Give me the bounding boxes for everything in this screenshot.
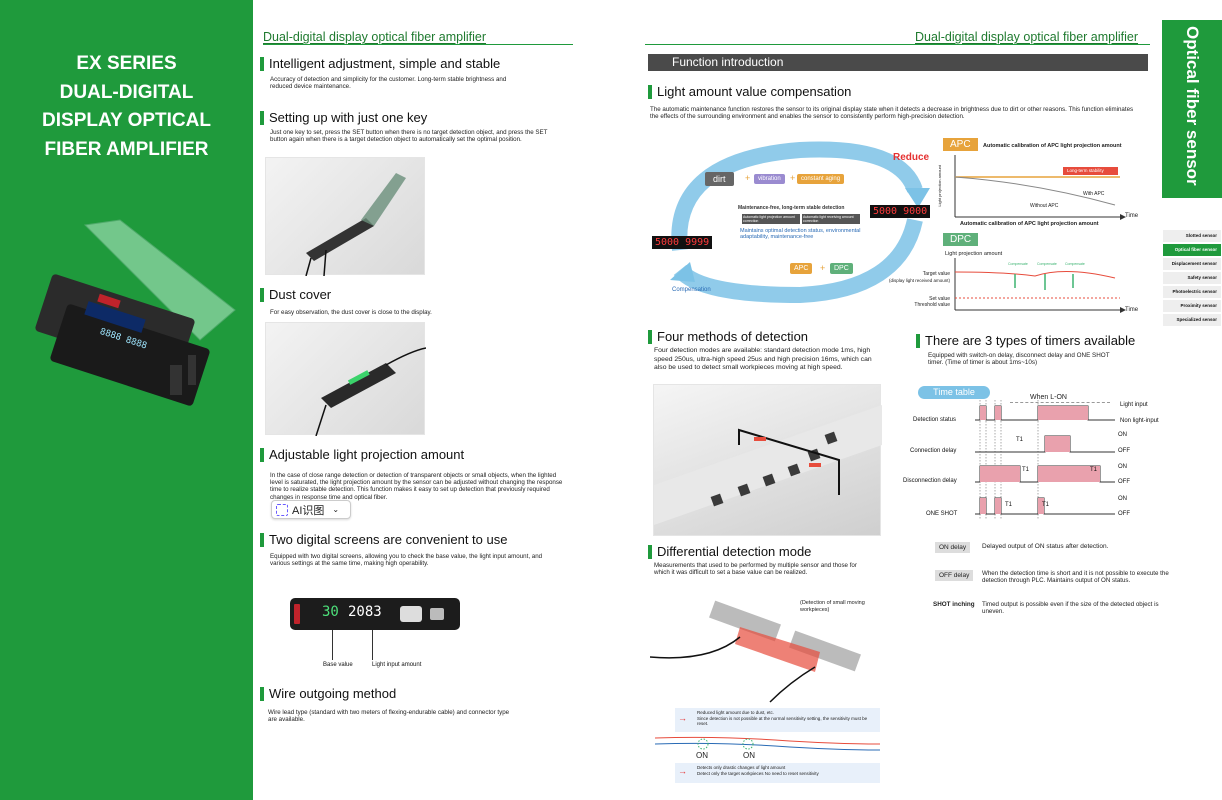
base-value-display: 30 bbox=[322, 604, 339, 620]
dpc-tag: DPC bbox=[830, 263, 853, 274]
dpc-label: DPC bbox=[943, 233, 979, 246]
compensation-cycle-diagram bbox=[670, 141, 930, 304]
product-image: 8888 8888 bbox=[35, 219, 236, 406]
apc-graph bbox=[954, 155, 1126, 220]
conveyor-photo bbox=[653, 384, 882, 536]
product-title: EX SERIES DUAL-DIGITAL DISPLAY OPTICAL F… bbox=[42, 53, 211, 160]
vibration-tag: vibration bbox=[754, 174, 785, 184]
category-specialized[interactable]: Specialized sensor bbox=[1163, 314, 1221, 326]
on-delay-tag: ON delay bbox=[935, 542, 971, 553]
function-intro-bar: Function introduction bbox=[648, 54, 1148, 71]
section-title-adjustable: Adjustable light projection amount bbox=[260, 447, 464, 462]
dust-cover-photo bbox=[265, 322, 427, 437]
section-text-four-methods: Four detection modes are available: stan… bbox=[654, 347, 872, 371]
category-proximity[interactable]: Proximity sensor bbox=[1163, 300, 1221, 312]
section-title-differential: Differential detection mode bbox=[648, 544, 811, 559]
time-table-label: Time table bbox=[918, 386, 990, 399]
differential-wave bbox=[655, 736, 880, 751]
cover-panel bbox=[0, 0, 253, 800]
dpc-graph bbox=[954, 258, 1126, 313]
page-header-left: Dual-digital display optical fiber ampli… bbox=[263, 30, 487, 44]
dual-display-image: 30 2083 bbox=[290, 598, 460, 630]
header-divider-right bbox=[645, 44, 1150, 45]
category-displacement[interactable]: Displacement sensor bbox=[1163, 258, 1221, 270]
reduce-label: Reduce bbox=[893, 152, 930, 163]
note-drastic-change: → Detects only drastic changes of light … bbox=[675, 763, 880, 783]
section-title-four-methods: Four methods of detection bbox=[648, 329, 808, 344]
category-safety[interactable]: Safety sensor bbox=[1163, 272, 1221, 284]
section-title-one-key: Setting up with just one key bbox=[260, 110, 427, 125]
timing-diagram bbox=[975, 400, 1115, 520]
light-input-label: Light input amount bbox=[372, 662, 422, 668]
section-text-adjustable: In the case of close range detection or … bbox=[270, 472, 563, 501]
display-reading-top: 5000 9000 bbox=[870, 205, 931, 218]
light-input-display: 2083 bbox=[348, 604, 382, 620]
display-reading-left: 5000 9999 bbox=[652, 236, 713, 249]
compensation-label: Compensation bbox=[672, 287, 711, 293]
section-text-two-screens: Equipped with two digital screens, allow… bbox=[270, 553, 543, 568]
section-text-intelligent: Accuracy of detection and simplicity for… bbox=[270, 76, 507, 91]
category-photoelectric[interactable]: Photoelectric sensor bbox=[1163, 286, 1221, 298]
category-optical-fiber[interactable]: Optical fiber sensor bbox=[1163, 244, 1221, 256]
chevron-down-icon: ⌄ bbox=[332, 505, 340, 514]
apc-label: APC bbox=[943, 138, 978, 151]
category-list: Slotted sensor Optical fiber sensor Disp… bbox=[1163, 230, 1221, 326]
section-title-two-screens: Two digital screens are convenient to us… bbox=[260, 532, 507, 547]
note-reduced-light: → Reduced light amount due to dust, etc.… bbox=[675, 708, 880, 732]
page-header-right: Dual-digital display optical fiber ampli… bbox=[915, 30, 1139, 44]
set-key-photo bbox=[265, 157, 425, 277]
section-text-wire: Wire lead type (standard with two meters… bbox=[268, 709, 510, 724]
section-text-dust-cover: For easy observation, the dust cover is … bbox=[270, 309, 432, 316]
section-text-lavc: The automatic maintenance function resto… bbox=[650, 106, 1134, 121]
category-slotted[interactable]: Slotted sensor bbox=[1163, 230, 1221, 242]
shot-inching-tag: SHOT inching bbox=[933, 601, 975, 608]
scan-icon bbox=[276, 503, 288, 516]
ai-recognize-button[interactable]: AI识图 ⌄ bbox=[271, 500, 351, 519]
section-title-wire: Wire outgoing method bbox=[260, 686, 396, 701]
section-text-timers: Equipped with switch-on delay, disconnec… bbox=[928, 352, 1110, 367]
apc-tag: APC bbox=[790, 263, 813, 274]
dirt-tag: dirt bbox=[705, 172, 734, 186]
aging-tag: constant aging bbox=[797, 174, 845, 184]
base-value-label: Base value bbox=[323, 662, 353, 668]
section-text-one-key: Just one key to set, press the SET butto… bbox=[270, 129, 548, 144]
section-text-differential: Measurements that used to be performed b… bbox=[654, 562, 857, 577]
section-title-lavc: Light amount value compensation bbox=[648, 84, 851, 99]
header-divider bbox=[263, 44, 573, 45]
off-delay-tag: OFF delay bbox=[935, 570, 974, 581]
category-side-tab: Optical fiber sensor bbox=[1162, 20, 1222, 198]
section-title-timers: There are 3 types of timers available bbox=[916, 333, 1135, 348]
section-title-dust-cover: Dust cover bbox=[260, 287, 331, 302]
section-title-intelligent: Intelligent adjustment, simple and stabl… bbox=[260, 56, 500, 71]
